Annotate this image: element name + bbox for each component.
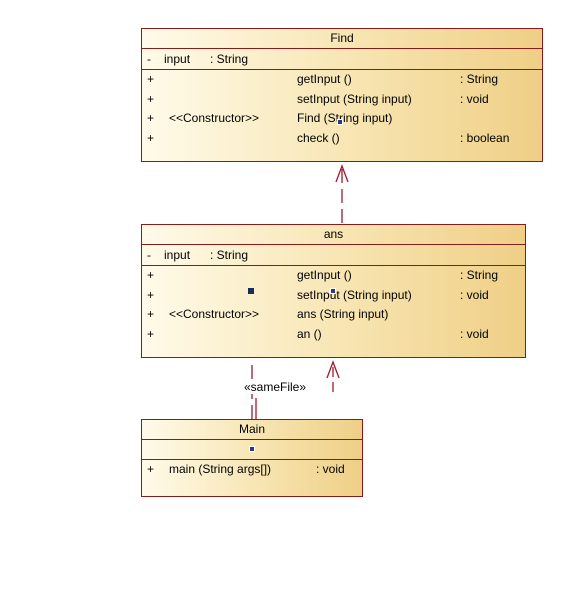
samefile-arrowhead bbox=[326, 360, 340, 379]
class-ans-attribute-row: - input : String bbox=[142, 245, 525, 265]
operation-signature: main (String args[]) bbox=[169, 462, 272, 476]
operation-stereotype: <<Constructor>> bbox=[169, 111, 260, 125]
operation-visibility: + bbox=[147, 91, 155, 106]
class-main[interactable]: Main + main (String args[]) : void bbox=[141, 419, 363, 497]
operation-signature: Find (String input) bbox=[297, 111, 393, 125]
class-ans[interactable]: ans - input : String + getInput () : Str… bbox=[141, 224, 526, 358]
operation-row: + <<Constructor>> Find (String input) bbox=[142, 109, 542, 129]
attribute-type: : String bbox=[210, 52, 249, 66]
operation-signature: an () bbox=[297, 326, 322, 341]
selection-handle-icon[interactable] bbox=[249, 446, 255, 452]
attribute-visibility: - bbox=[147, 248, 151, 262]
operation-visibility: + bbox=[147, 326, 155, 341]
class-main-attributes bbox=[142, 440, 362, 460]
class-find-operations: + getInput () : String + setInput (Strin… bbox=[142, 70, 542, 148]
operation-stereotype: <<Constructor>> bbox=[169, 307, 260, 321]
class-ans-operations: + getInput () : String + setInput (Strin… bbox=[142, 266, 525, 344]
operation-row: + check () : boolean bbox=[142, 129, 542, 149]
class-find-attribute-row: - input : String bbox=[142, 49, 542, 69]
operation-return-type: : void bbox=[460, 91, 489, 106]
operation-signature: setInput (String input) bbox=[297, 287, 412, 302]
operation-row: + main (String args[]) : void bbox=[142, 460, 362, 480]
attribute-name: input bbox=[164, 248, 191, 262]
operation-return-type: : boolean bbox=[460, 130, 510, 145]
operation-visibility: + bbox=[147, 130, 155, 145]
selection-handle-icon[interactable] bbox=[337, 119, 343, 125]
attribute-visibility: - bbox=[147, 52, 151, 66]
class-find-attributes: - input : String bbox=[142, 49, 542, 70]
operation-visibility: + bbox=[147, 462, 155, 476]
attribute-name: input bbox=[164, 52, 191, 66]
operation-row: + setInput (String input) : void bbox=[142, 286, 525, 306]
operation-visibility: + bbox=[147, 72, 155, 86]
operation-return-type: : void bbox=[316, 462, 345, 476]
operation-signature: ans (String input) bbox=[297, 307, 389, 321]
class-find[interactable]: Find - input : String + getInput () : St… bbox=[141, 28, 543, 162]
operation-row: + getInput () : String bbox=[142, 266, 525, 286]
class-main-operations: + main (String args[]) : void bbox=[142, 460, 362, 480]
operation-return-type: : void bbox=[460, 326, 489, 341]
operation-signature: getInput () bbox=[297, 72, 352, 86]
selection-handle-icon[interactable] bbox=[330, 288, 336, 294]
operation-row: + an () : void bbox=[142, 325, 525, 345]
operation-visibility: + bbox=[147, 287, 155, 302]
operation-row: + setInput (String input) : void bbox=[142, 90, 542, 110]
operation-row: + <<Constructor>> ans (String input) bbox=[142, 305, 525, 325]
operation-visibility: + bbox=[147, 111, 155, 125]
operation-visibility: + bbox=[147, 268, 155, 282]
class-find-name: Find bbox=[142, 29, 542, 49]
attribute-type: : String bbox=[210, 248, 249, 262]
class-ans-name: ans bbox=[142, 225, 525, 245]
operation-return-type: : String bbox=[460, 268, 499, 282]
operation-visibility: + bbox=[147, 307, 155, 321]
class-main-name: Main bbox=[142, 420, 362, 440]
operation-return-type: : void bbox=[460, 287, 489, 302]
dependency-ans-find-arrowhead bbox=[335, 164, 349, 183]
operation-return-type: : String bbox=[460, 72, 499, 86]
samefile-stereotype-label: «sameFile» bbox=[244, 380, 307, 394]
selection-handle-icon[interactable] bbox=[248, 288, 254, 294]
operation-row: + getInput () : String bbox=[142, 70, 542, 90]
operation-signature: check () bbox=[297, 130, 340, 145]
class-ans-attributes: - input : String bbox=[142, 245, 525, 266]
operation-signature: setInput (String input) bbox=[297, 91, 412, 106]
operation-signature: getInput () bbox=[297, 268, 352, 282]
